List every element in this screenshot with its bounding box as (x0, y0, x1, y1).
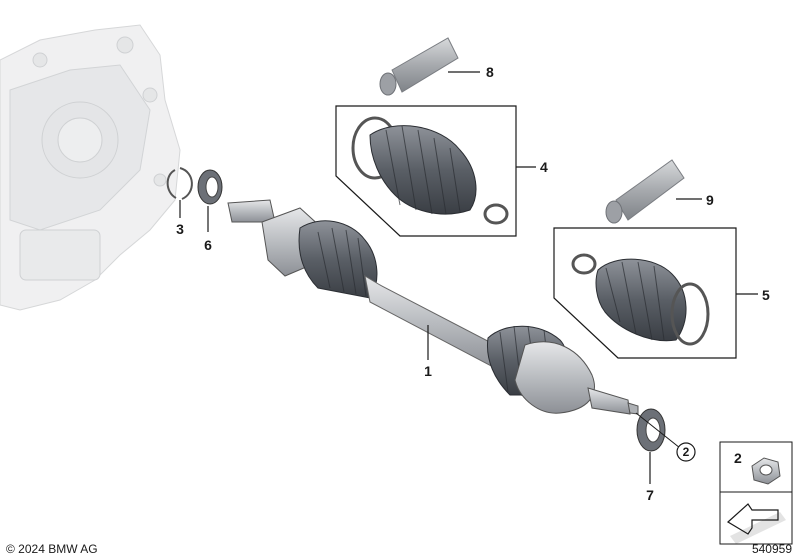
callout-2: 2 (734, 450, 742, 466)
callout-2-circled: 2 (683, 445, 690, 459)
circled-callout-marker (676, 442, 696, 462)
callout-7: 7 (646, 487, 654, 503)
seal-ring-gearbox[interactable] (197, 169, 223, 205)
diagram-number: 540959 (752, 542, 792, 556)
arrow-symbol-icon (726, 503, 786, 544)
callout-9: 9 (706, 192, 714, 208)
nut-inset-box (719, 441, 793, 545)
callout-4: 4 (540, 159, 548, 175)
seal-ring-hub[interactable] (636, 408, 666, 452)
copyright-text: © 2024 BMW AG (6, 542, 98, 556)
kit-box-outer (553, 227, 737, 359)
callout-1: 1 (424, 363, 432, 379)
callout-5: 5 (762, 287, 770, 303)
circlip[interactable] (166, 167, 193, 200)
grease-tube-inner[interactable] (379, 37, 459, 96)
grease-tube-outer[interactable] (605, 159, 685, 224)
drive-shaft[interactable] (227, 199, 639, 415)
gearbox-housing (0, 24, 181, 311)
callout-3: 3 (176, 221, 184, 237)
kit-box-inner (335, 105, 517, 237)
collar-nut[interactable] (751, 457, 781, 485)
boot-kit-inner[interactable] (351, 116, 509, 225)
boot-kit-outer[interactable] (571, 253, 710, 346)
callout-6: 6 (204, 237, 212, 253)
callout-8: 8 (486, 64, 494, 80)
